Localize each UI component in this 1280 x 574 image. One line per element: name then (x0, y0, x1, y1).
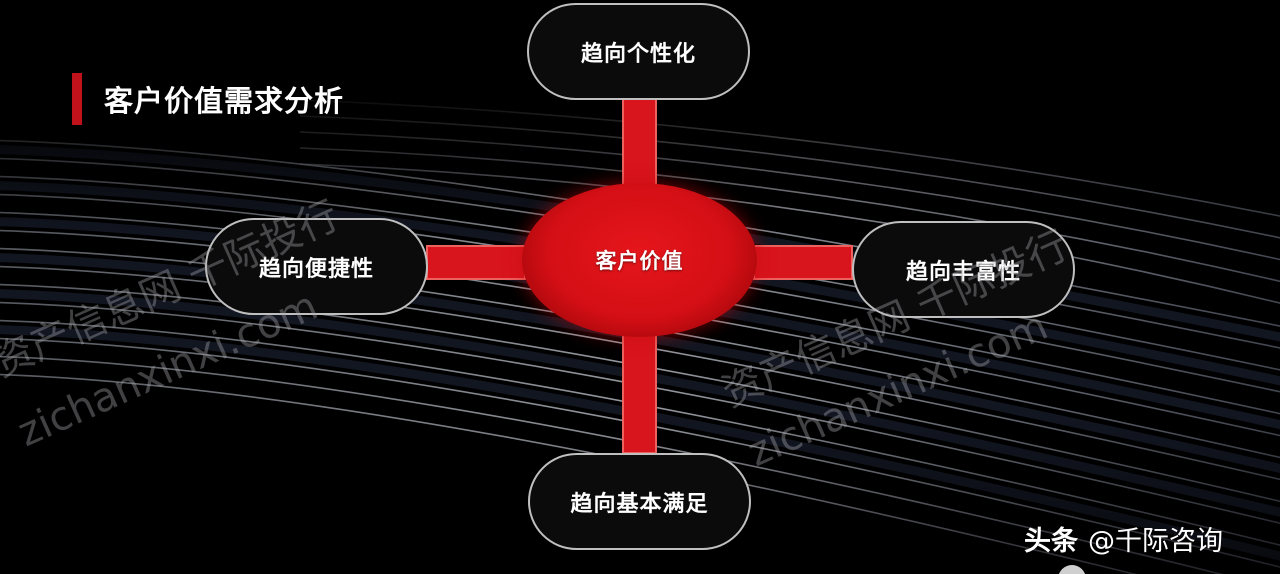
connector-right (753, 245, 853, 280)
connector-top (622, 98, 657, 190)
credit-handle: @千际咨询 (1088, 526, 1223, 557)
node-top: 趋向个性化 (527, 3, 750, 100)
node-right-label: 趋向丰富性 (905, 259, 1021, 285)
center-node: 客户价值 (522, 183, 757, 337)
slide-title: 客户价值需求分析 (72, 73, 344, 125)
credit-brand: 头条 (1024, 526, 1078, 557)
node-left-label: 趋向便捷性 (258, 256, 374, 282)
connector-left (426, 245, 526, 280)
node-bottom-label: 趋向基本满足 (570, 491, 709, 517)
title-accent-bar (72, 73, 82, 125)
avatar (1058, 565, 1086, 574)
connector-bottom (622, 330, 657, 454)
source-credit: 头条 @千际咨询 (1024, 519, 1223, 558)
node-top-label: 趋向个性化 (580, 41, 696, 67)
node-right: 趋向丰富性 (852, 221, 1075, 318)
title-text: 客户价值需求分析 (104, 84, 345, 118)
node-bottom: 趋向基本满足 (528, 453, 751, 550)
node-left: 趋向便捷性 (205, 218, 428, 315)
center-label: 客户价值 (595, 249, 684, 273)
